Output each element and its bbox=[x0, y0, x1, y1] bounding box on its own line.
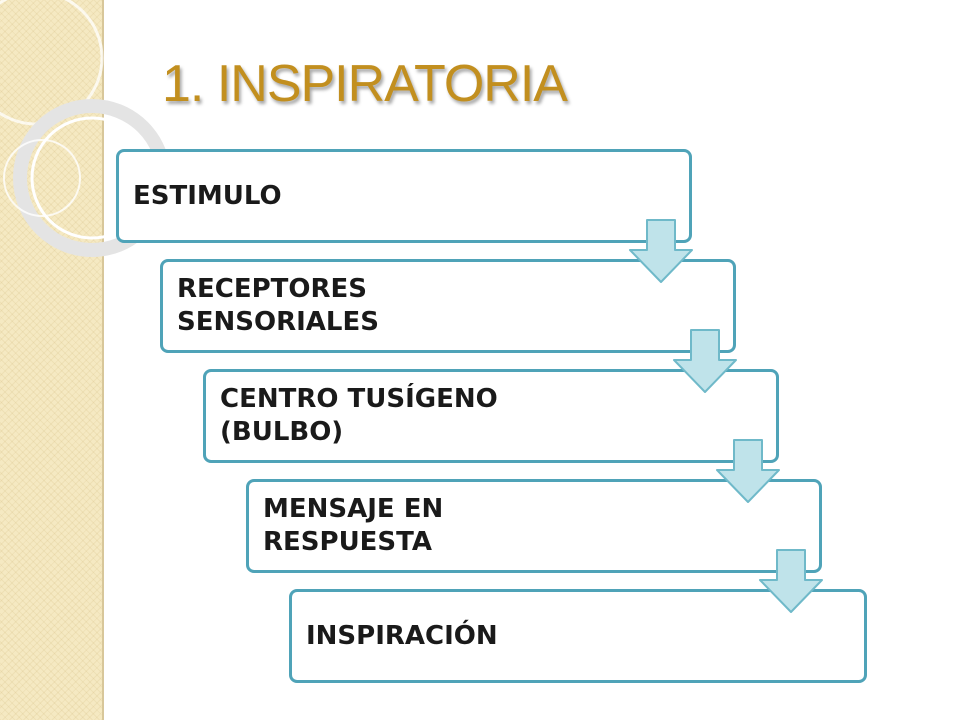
slide-title: 1. INSPIRATORIA bbox=[162, 55, 568, 113]
step-box-receptores-sensoriales: RECEPTORES SENSORIALES bbox=[160, 259, 736, 353]
down-arrow-icon bbox=[716, 439, 780, 503]
down-arrow-icon bbox=[759, 549, 823, 613]
step-box-centro-tusigeno: CENTRO TUSÍGENO (BULBO) bbox=[203, 369, 779, 463]
step-label: RECEPTORES SENSORIALES bbox=[177, 274, 379, 337]
step-label: CENTRO TUSÍGENO (BULBO) bbox=[220, 384, 498, 447]
step-box-estimulo: ESTIMULO bbox=[116, 149, 692, 243]
down-arrow-icon bbox=[629, 219, 693, 283]
step-box-inspiracion: INSPIRACIÓN bbox=[289, 589, 867, 683]
down-arrow-icon bbox=[673, 329, 737, 393]
step-label: INSPIRACIÓN bbox=[306, 620, 498, 651]
step-label: MENSAJE EN RESPUESTA bbox=[263, 494, 444, 557]
step-label: ESTIMULO bbox=[133, 180, 282, 211]
step-box-mensaje-en-respuesta: MENSAJE EN RESPUESTA bbox=[246, 479, 822, 573]
